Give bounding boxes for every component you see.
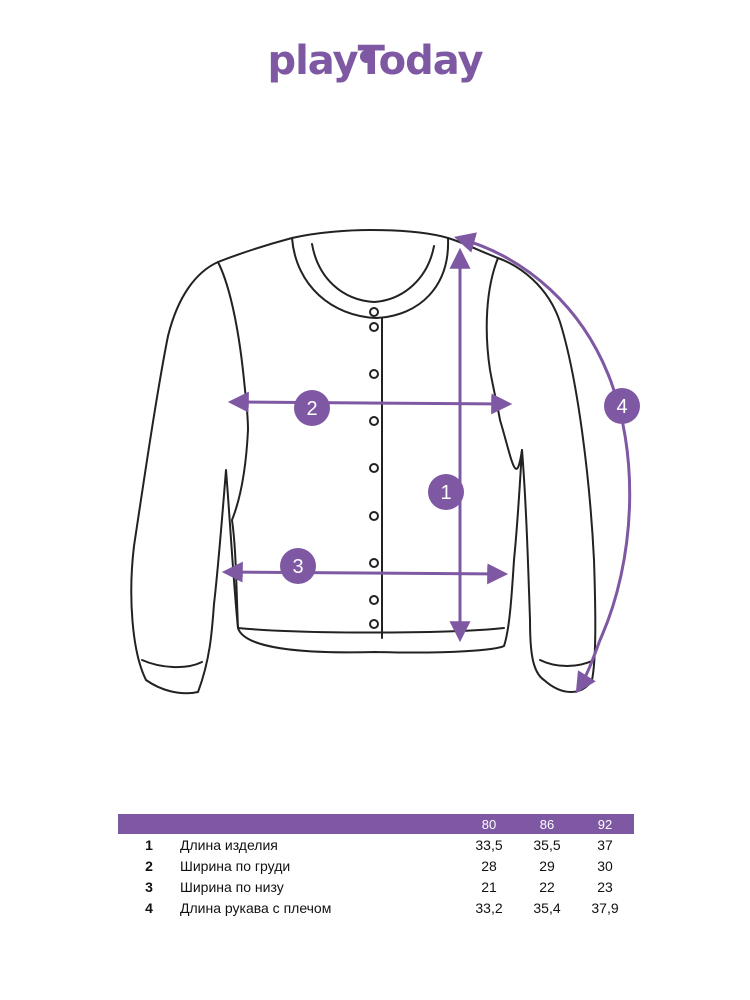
cardigan-collar-outer	[291, 237, 450, 319]
button-icon	[369, 369, 379, 379]
measure-line-sleeve	[453, 232, 632, 694]
cardigan-diagram: 1 2 3 4	[130, 229, 640, 695]
measurement-name: Длина рукава с плечом	[180, 899, 332, 916]
measure-line-chest	[227, 391, 513, 415]
marker-2: 2	[294, 390, 330, 426]
cardigan-left-armhole	[217, 261, 249, 431]
button-icon	[369, 463, 379, 473]
brand-logo-text: playToday	[267, 38, 483, 84]
logo-dot-icon	[360, 50, 373, 63]
cardigan-neck-seam	[291, 229, 449, 239]
measurement-name: Ширина по низу	[180, 878, 284, 895]
button-icon	[369, 322, 379, 332]
marker-1-label: 1	[440, 482, 451, 504]
measurement-name: Ширина по груди	[180, 857, 291, 874]
size-header-92: 92	[576, 814, 634, 834]
size-value: 22	[539, 878, 555, 895]
size-value: 33,5	[475, 836, 503, 853]
button-icon	[369, 307, 379, 317]
cardigan-body	[130, 237, 597, 695]
size-value: 33,2	[475, 899, 503, 916]
cardigan-hem-band	[237, 627, 505, 634]
row-number: 4	[145, 899, 153, 916]
measurement-lines	[221, 232, 632, 694]
marker-1: 1	[428, 474, 464, 510]
size-value: 37	[597, 836, 613, 853]
button-icon	[369, 416, 379, 426]
measure-line-hem	[221, 561, 509, 585]
size-header-86: 86	[518, 814, 576, 834]
cardigan-left-side	[231, 429, 249, 629]
size-table-header: 80 86 92	[118, 814, 634, 834]
size-value: 30	[597, 857, 613, 874]
table-row: 4 Длина рукава с плечом 33,2 35,4 37,9	[118, 897, 634, 918]
button-icon	[369, 595, 379, 605]
size-value: 23	[597, 878, 613, 895]
cardigan-right-armhole	[485, 257, 501, 421]
measurement-name: Длина изделия	[180, 836, 278, 853]
table-row: 1 Длина изделия 33,5 35,5 37	[118, 834, 634, 855]
button-icon	[369, 511, 379, 521]
row-number: 3	[145, 878, 153, 895]
table-row: 2 Ширина по груди 28 29 30	[118, 855, 634, 876]
cardigan-outline	[130, 229, 597, 695]
size-value: 21	[481, 878, 497, 895]
size-value: 29	[539, 857, 555, 874]
marker-4-label: 4	[616, 396, 627, 418]
cardigan-left-cuff	[141, 659, 203, 668]
table-row: 3 Ширина по низу 21 22 23	[118, 876, 634, 897]
size-table: 80 86 92 1 Длина изделия 33,5 35,5 37 2 …	[118, 814, 634, 918]
size-header-80: 80	[460, 814, 518, 834]
marker-3: 3	[280, 548, 316, 584]
marker-4: 4	[604, 388, 640, 424]
button-icon	[369, 558, 379, 568]
button-icon	[369, 619, 379, 629]
brand-logo: playToday	[0, 38, 750, 84]
size-value: 35,5	[533, 836, 561, 853]
row-number: 2	[145, 857, 153, 874]
cardigan-right-side	[499, 419, 523, 470]
row-number: 1	[145, 836, 153, 853]
cardigan-buttons	[369, 307, 379, 629]
cardigan-right-cuff	[539, 659, 595, 667]
size-value: 28	[481, 857, 497, 874]
marker-2-label: 2	[306, 398, 317, 420]
marker-3-label: 3	[292, 556, 303, 578]
size-value: 37,9	[591, 899, 619, 916]
size-value: 35,4	[533, 899, 561, 916]
cardigan-collar-inner	[311, 243, 435, 303]
